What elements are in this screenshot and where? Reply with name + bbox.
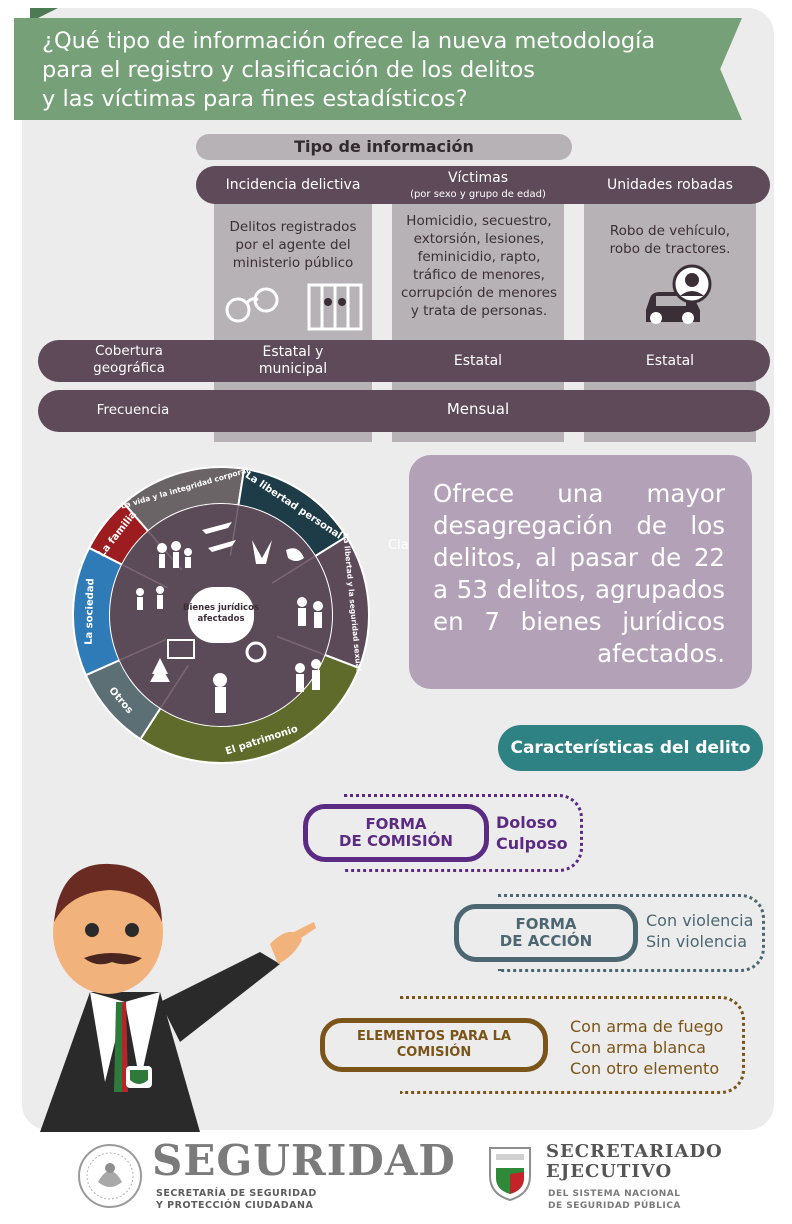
option: Con otro elemento xyxy=(570,1059,720,1078)
row-label-line: geográfica xyxy=(93,360,165,376)
jail-cell-icon xyxy=(307,283,363,331)
label-line: ELEMENTOS PARA LA xyxy=(357,1029,511,1044)
row-value: Estatal xyxy=(453,353,503,369)
wheel-divider xyxy=(119,638,167,661)
option: Con arma blanca xyxy=(570,1038,706,1057)
column-title: Unidades robadas xyxy=(607,177,733,193)
label-line: COMISIÓN xyxy=(396,1045,472,1060)
option: Sin violencia xyxy=(646,932,748,951)
option: Doloso xyxy=(496,813,558,832)
option: Con arma de fuego xyxy=(570,1017,724,1036)
footer-left-subtitle: SECRETARÍA DE SEGURIDAD Y PROTECCIÓN CIU… xyxy=(156,1188,317,1212)
option: Con violencia xyxy=(646,911,754,930)
footer-sub-line: DEL SISTEMA NACIONAL xyxy=(548,1189,681,1199)
footer-sub-line: DE SEGURIDAD PÚBLICA xyxy=(548,1201,681,1211)
row-value: Mensual xyxy=(446,400,510,418)
footer-sub-line: Y PROTECCIÓN CIUDADANA xyxy=(156,1200,314,1211)
dotted-box-action xyxy=(498,894,765,972)
row-label: Cobertura geográfica xyxy=(60,343,198,377)
footer-title-line: SECRETARIADO xyxy=(546,1141,723,1162)
wheel-divider xyxy=(159,664,189,709)
stolen-car-icon xyxy=(646,264,712,324)
row-frequency xyxy=(38,390,770,432)
callout-text: Ofrece una mayor desagregación de los de… xyxy=(433,479,725,668)
column-subtitle: (por sexo y grupo de edad) xyxy=(410,189,546,200)
column-description: Homicidio, secuestro, extorsión, lesione… xyxy=(401,213,557,319)
page-title: ¿Qué tipo de información ofrece la nueva… xyxy=(42,27,722,114)
wheel-divider xyxy=(276,635,325,656)
footer-secretariado-title: SECRETARIADO EJECUTIVO xyxy=(546,1142,723,1182)
national-coat-of-arms-seal xyxy=(78,1144,142,1208)
wheel-divider xyxy=(121,563,168,589)
row-value: Estatal y municipal xyxy=(258,344,328,377)
table-header-pill xyxy=(196,134,572,160)
wheel-divider xyxy=(229,505,240,556)
dotted-box-commission xyxy=(344,794,583,872)
wheel-divider xyxy=(271,555,316,584)
footer-sub-line: SECRETARÍA DE SEGURIDAD xyxy=(156,1188,317,1199)
label-line: DE ACCIÓN xyxy=(499,932,593,950)
elements-options: Con arma de fuego Con arma blanca Con ot… xyxy=(570,1016,723,1079)
column-description: Robo de vehículo, robo de tractores. xyxy=(609,223,731,257)
title-banner xyxy=(14,18,742,120)
commission-options: Doloso Culposo xyxy=(496,812,568,854)
row-label-line: Cobertura xyxy=(95,343,163,359)
label-line: DE COMISIÓN xyxy=(339,832,453,850)
column-header-bar xyxy=(196,166,770,204)
column-title: Víctimas xyxy=(447,170,509,186)
wheel-hidden-cla: Cla xyxy=(388,538,409,553)
row-value: Estatal xyxy=(645,353,695,369)
action-options: Con violencia Sin violencia xyxy=(646,910,753,952)
label-line: FORMA xyxy=(365,815,427,833)
title-line: para el registro y clasificación de los … xyxy=(42,57,535,83)
row-coverage xyxy=(38,340,770,382)
sesnsp-shield-logo xyxy=(489,1147,531,1202)
table-header: Tipo de información xyxy=(294,137,474,156)
label-line: FORMA xyxy=(515,915,577,933)
highlight-callout xyxy=(409,455,752,689)
title-line: y las víctimas para fines estadísticos? xyxy=(42,86,468,112)
column-description: Delitos registrados por el agente del mi… xyxy=(229,219,357,271)
wheel-segment-label: La sociedad xyxy=(84,578,97,645)
handcuffs-icon xyxy=(225,287,279,323)
official-character-illustration xyxy=(40,863,316,1132)
column-title: Incidencia delictiva xyxy=(225,177,361,193)
option: Culposo xyxy=(496,834,568,853)
characteristics-title: Características del delito xyxy=(498,725,763,771)
center-label-line: Bienes jurídicos xyxy=(183,603,259,613)
title-line: ¿Qué tipo de información ofrece la nueva… xyxy=(42,28,656,54)
center-label-line: afectados xyxy=(197,614,244,624)
footer-seguridad-title: SEGURIDAD xyxy=(152,1136,456,1185)
center-badge xyxy=(188,587,254,643)
crime-pictograms xyxy=(136,522,323,713)
dotted-box-elements xyxy=(400,996,745,1094)
footer-right-subtitle: DEL SISTEMA NACIONAL DE SEGURIDAD PÚBLIC… xyxy=(548,1188,681,1212)
footer-title-line: EJECUTIVO xyxy=(546,1161,673,1182)
row-label: Frecuencia xyxy=(96,402,170,418)
